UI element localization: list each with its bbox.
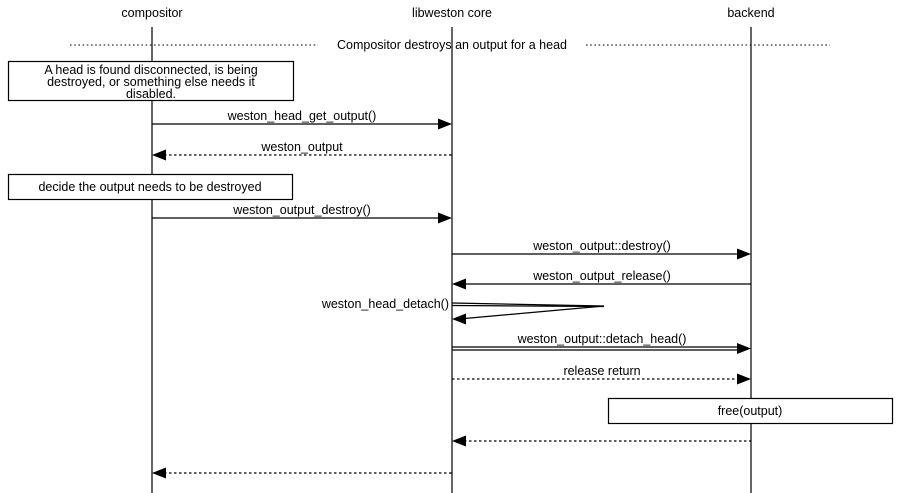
arrow-head-icon [452,313,466,325]
section-divider: Compositor destroys an output for a head [70,38,830,52]
note-free-output-line-1: free(output) [718,404,783,418]
message-label-weston-output-destroy-vfunc: weston_output::destroy() [532,239,671,253]
message-weston-output-destroy: weston_output_destroy() [152,203,452,224]
message-core-return [152,467,452,479]
actor-label-libweston-core: libweston core [412,6,492,20]
message-label-release-return: release return [563,364,640,378]
actor-label-compositor: compositor [121,6,182,20]
message-label-weston-output-release: weston_output_release() [532,269,671,283]
actor-label-backend: backend [727,6,774,20]
actor-header-libweston-core: libweston core [412,6,492,20]
message-weston-output-destroy-vfunc: weston_output::destroy() [452,239,751,260]
note-head-disconnected-box [7,60,295,102]
note-decide-destroy-box [7,173,294,201]
note-decide-destroy-line-1: decide the output needs to be destroyed [38,180,261,194]
message-weston-output-release: weston_output_release() [452,269,751,290]
arrow-head-icon [152,467,166,479]
actor-header-backend: backend [727,6,774,20]
message-line-weston-head-detach-top [451,304,605,308]
message-weston-output-detach-head: weston_output::detach_head() [452,332,751,354]
arrow-head-icon [438,118,452,130]
note-head-disconnected-line-1: A head is found disconnected, is being [44,63,257,77]
arrow-head-icon [452,278,466,290]
message-release-return: release return [452,364,751,385]
note-head-disconnected-line-3: disabled. [126,87,176,101]
message-label-weston-output: weston_output [260,140,343,154]
arrow-head-icon [152,149,166,161]
actor-header-compositor: compositor [121,6,182,20]
message-weston-head-get-output: weston_head_get_output() [152,109,452,130]
divider-label: Compositor destroys an output for a head [337,38,567,52]
message-label-weston-head-detach: weston_head_detach() [321,297,449,311]
message-backend-return [452,435,751,447]
arrow-head-icon [737,248,751,260]
message-label-weston-head-get-output: weston_head_get_output() [227,109,377,123]
arrow-head-icon [737,373,751,385]
note-head-disconnected-line-2: destroyed, or something else needs it [47,75,255,89]
arrow-head-icon [438,212,452,224]
note-decide-destroy: decide the output needs to be destroyed [7,173,294,201]
message-label-weston-output-detach-head: weston_output::detach_head() [517,332,687,346]
note-free-output: free(output) [607,397,894,425]
arrow-head-icon [452,435,466,447]
arrow-head-icon [737,343,751,354]
message-label-weston-output-destroy: weston_output_destroy() [232,203,371,217]
message-weston-head-detach-self: weston_head_detach() [321,297,605,325]
message-weston-output-return: weston_output [152,140,452,161]
note-head-disconnected: A head is found disconnected, is being d… [7,60,295,102]
note-free-output-box [607,397,894,425]
